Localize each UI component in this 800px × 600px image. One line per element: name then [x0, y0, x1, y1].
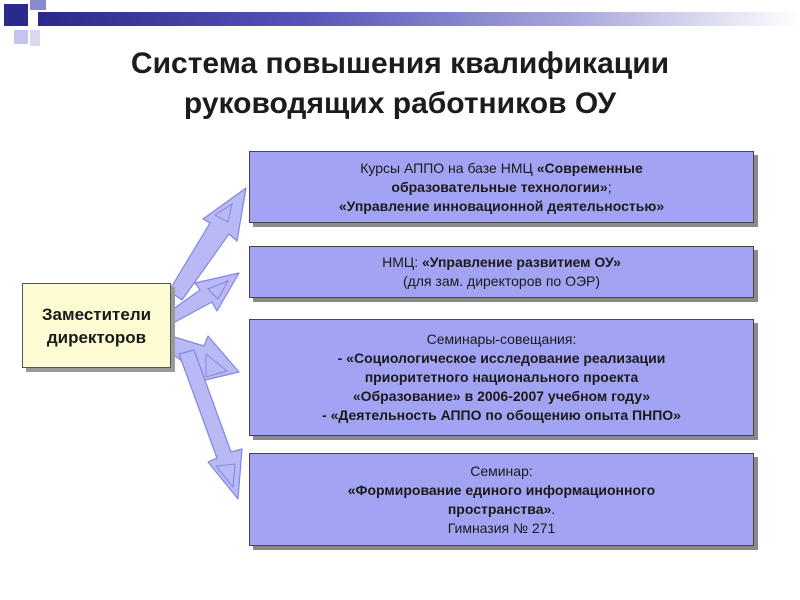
corner-square-pale	[30, 30, 40, 46]
box3-line-3: приоритетного национального проекта	[364, 369, 639, 385]
box3-line-1: Семинары-совещания:	[426, 331, 577, 347]
corner-square-light	[14, 30, 28, 44]
box4-line-3-bold: пространства»	[447, 500, 552, 517]
box1-line-1: Курсы АППО на базе НМЦ «Современные	[360, 159, 643, 178]
box1-line-1-text: Курсы АППО на базе НМЦ	[360, 159, 537, 176]
source-box-deputy-directors: Заместители директоров	[22, 283, 171, 368]
box1-line-3: «Управление инновационной деятельностью»	[338, 197, 665, 214]
box2-line-2: (для зам. директоров по ОЭР)	[402, 273, 601, 289]
target-box-nmc-development: НМЦ: «Управление развитием ОУ» (для зам.…	[249, 246, 754, 298]
box3-line-2: - «Социологическое исследование реализац…	[337, 350, 666, 366]
block-arrow-icon-2	[168, 272, 240, 323]
box4-line-2: «Формирование единого информационного	[347, 481, 656, 498]
corner-square-dark	[4, 4, 28, 26]
box4-line-4: Гимназия № 271	[447, 519, 556, 536]
box1-line-2-text: ;	[607, 178, 612, 195]
box1-line-1-bold: «Современные	[536, 159, 643, 176]
box1-line-2: образовательные технологии»;	[391, 178, 611, 197]
box4-line-3-text: .	[551, 500, 556, 517]
box1-line-2-bold: образовательные технологии»	[391, 178, 608, 195]
block-arrow-icon-1	[168, 187, 247, 301]
box4-line-1: Семинар:	[470, 462, 533, 479]
box3-line-4: «Образование» в 2006-2007 учебном году»	[352, 388, 651, 404]
corner-square-mid	[30, 0, 46, 10]
box2-line-1-bold: «Управление развитием ОУ»	[422, 254, 621, 270]
target-box-seminar-info-space: Семинар: «Формирование единого информаци…	[249, 453, 754, 546]
source-box-line-1: Заместители	[41, 304, 152, 324]
title-line-1: Система повышения квалификации	[130, 47, 670, 80]
target-box-appo-courses: Курсы АППО на базе НМЦ «Современные обра…	[249, 151, 754, 223]
box3-line-5: - «Деятельность АППО по обощению опыта П…	[322, 407, 681, 423]
target-box-seminars-meetings: Семинары-совещания: - «Социологическое и…	[249, 319, 754, 436]
slide-title: Система повышения квалификации руководящ…	[0, 44, 800, 124]
title-line-2: руководящих работников ОУ	[183, 87, 617, 120]
box2-line-1: НМЦ: «Управление развитием ОУ»	[382, 253, 621, 272]
corner-squares-decoration	[0, 0, 70, 60]
block-arrow-icon-4	[178, 349, 243, 500]
block-arrow-icon-3	[166, 335, 240, 384]
box4-line-3: пространства».	[448, 500, 555, 519]
header-gradient-bar	[38, 12, 800, 26]
box2-line-1-text: НМЦ:	[382, 254, 422, 270]
source-box-line-2: директоров	[46, 327, 147, 347]
